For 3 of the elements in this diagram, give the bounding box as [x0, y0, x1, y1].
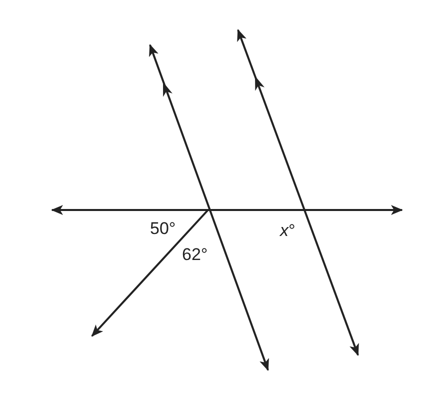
- angle-label: x°: [280, 222, 296, 239]
- angle-label: 50°: [150, 220, 176, 237]
- angle-label: 62°: [182, 246, 208, 263]
